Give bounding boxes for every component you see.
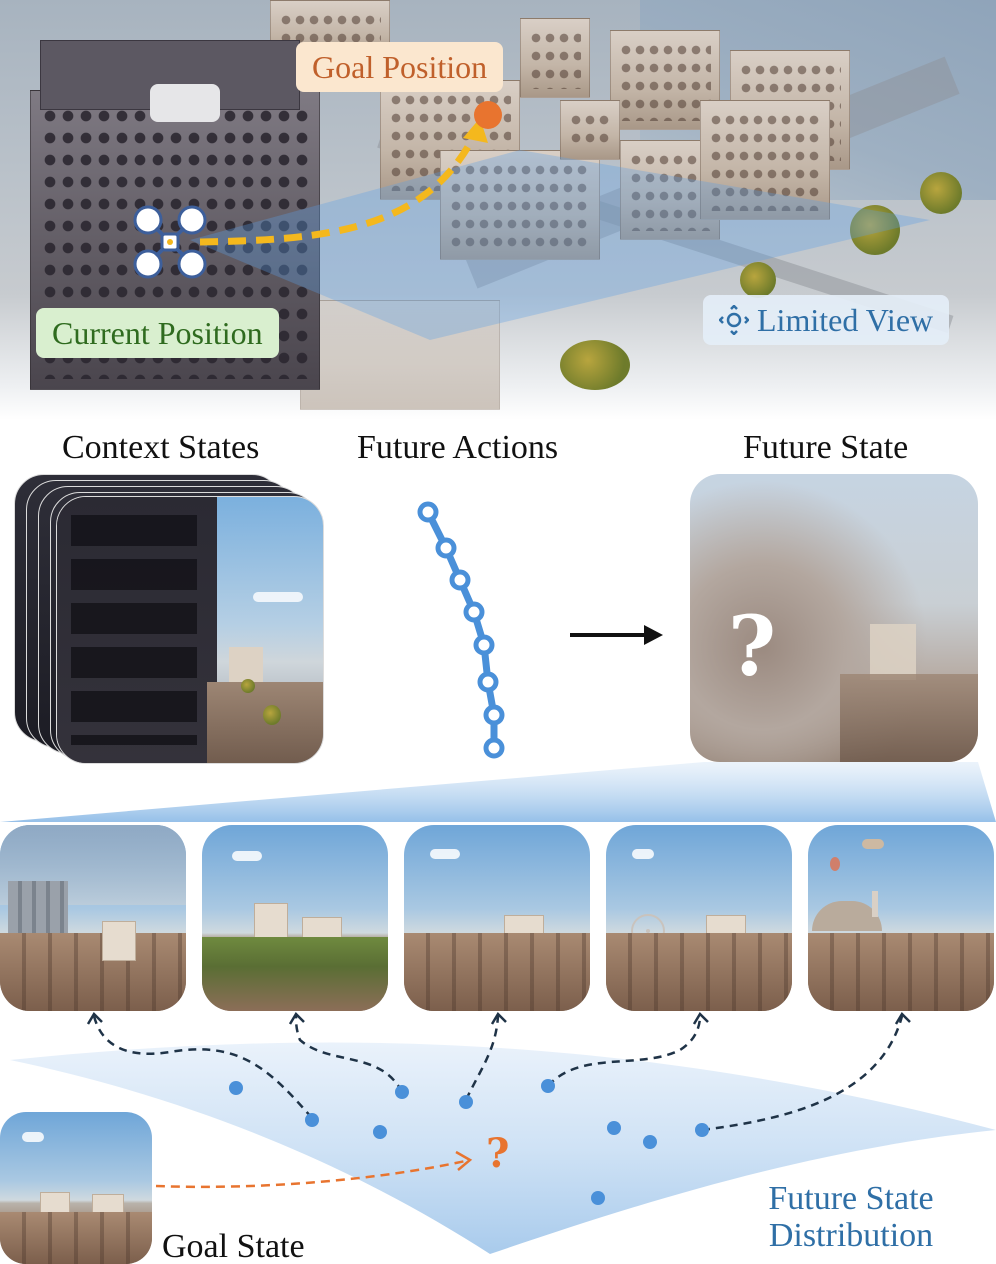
limited-view-text: Limited View (757, 302, 934, 338)
tree (850, 205, 900, 255)
distribution-point (395, 1085, 409, 1099)
rooftops (207, 682, 323, 763)
sample-state-2 (202, 825, 388, 1011)
tree (740, 262, 776, 298)
action-point (463, 601, 485, 623)
action-point (477, 671, 499, 693)
building-facade (57, 497, 217, 763)
unknown-future-mark: ? (728, 599, 777, 695)
view-overlay (133, 101, 930, 340)
skyline (8, 881, 68, 941)
sample-state-4 (606, 825, 792, 1011)
crosshair-view-icon (719, 305, 749, 335)
goal-state-label: Goal State (162, 1228, 305, 1264)
limited-view-cone (190, 150, 930, 340)
drone-icon (133, 205, 207, 279)
sample-connector (294, 1015, 404, 1093)
tree (241, 679, 255, 693)
distribution-point (373, 1125, 387, 1139)
context-frame-current (56, 496, 324, 764)
distribution-point (459, 1095, 473, 1109)
distribution-point (305, 1113, 319, 1127)
distant-building (870, 624, 916, 680)
distribution-point (695, 1123, 709, 1137)
connector-arrowhead (490, 1011, 507, 1025)
building (610, 30, 720, 130)
aerial-scene: Goal Position Current Position Limited V… (0, 0, 996, 420)
connector-arrowhead (288, 1011, 305, 1025)
cloud (253, 592, 303, 602)
action-point (483, 704, 505, 726)
airship (862, 839, 884, 849)
projection-fan (0, 762, 996, 822)
connector-arrowhead (692, 1011, 709, 1025)
action-point (435, 537, 457, 559)
tree (263, 705, 281, 725)
distribution-point (541, 1079, 555, 1093)
balloon (830, 857, 840, 871)
tree (560, 340, 630, 390)
building (560, 100, 620, 160)
distribution-point (607, 1121, 621, 1135)
connector-arrowhead (894, 1011, 911, 1025)
action-point (473, 634, 495, 656)
building (700, 100, 830, 220)
distribution-point (643, 1135, 657, 1149)
building (300, 300, 500, 410)
goal-connector (155, 1158, 471, 1189)
limited-view-label: Limited View (703, 295, 950, 345)
current-position-label: Current Position (36, 308, 279, 358)
building (440, 150, 600, 260)
building (520, 18, 590, 98)
sample-state-5 (808, 825, 994, 1011)
action-point (483, 737, 505, 759)
goal-state-frame (0, 1112, 152, 1264)
distribution-label: Future State Distribution (768, 1180, 934, 1254)
distribution-point (229, 1081, 243, 1095)
rooftop-unit (150, 84, 220, 122)
connector-arrowhead (86, 1011, 103, 1025)
sample-state-3 (404, 825, 590, 1011)
goal-connector-arrowhead (455, 1150, 473, 1171)
future-actions-trajectory (417, 501, 505, 759)
distribution-plane (10, 1042, 996, 1254)
monument (872, 891, 878, 917)
sample-connector (92, 1015, 313, 1119)
rooftops (840, 674, 978, 762)
goal-marker (474, 101, 502, 129)
goal-unknown-mark: ? (486, 1130, 510, 1177)
action-point (449, 569, 471, 591)
right-arrow-icon (570, 625, 663, 645)
future-state-distribution (10, 1011, 996, 1254)
sample-connector (547, 1015, 702, 1087)
distribution-point (591, 1191, 605, 1205)
sample-connector (464, 1015, 500, 1101)
future-state-heading: Future State (743, 429, 909, 466)
planned-trajectory (199, 126, 482, 246)
goal-position-label: Goal Position (296, 42, 504, 92)
future-actions-heading: Future Actions (357, 429, 559, 466)
sample-state-1 (0, 825, 186, 1011)
context-states-heading: Context States (62, 429, 260, 466)
tree (920, 172, 962, 214)
sample-connector (701, 1015, 904, 1132)
action-point (417, 501, 439, 523)
future-state-frame: ? (690, 474, 978, 762)
